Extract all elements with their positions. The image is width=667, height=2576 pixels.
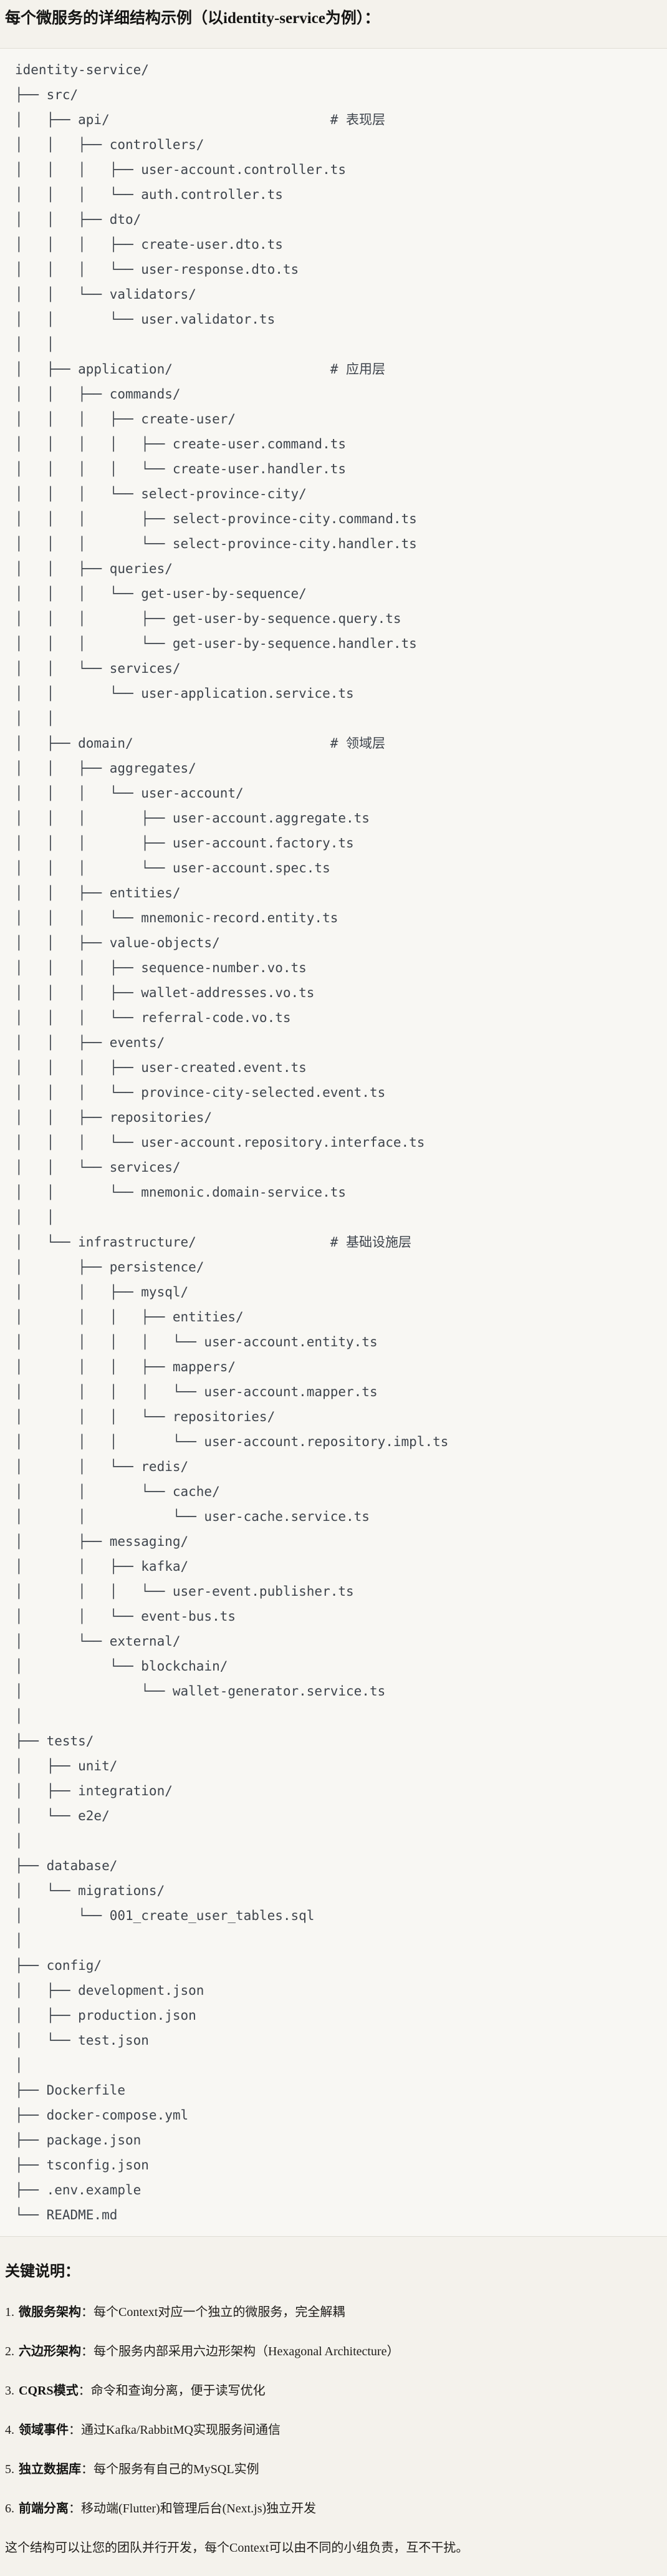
note-number: 2.: [5, 2344, 14, 2358]
note-term: 六边形架构: [19, 2344, 81, 2358]
key-note-item-3: 3. CQRS模式：命令和查询分离，便于读写优化: [5, 2383, 662, 2400]
tree-code-block: identity-service/ ├── src/ │ ├── api/ # …: [0, 47, 667, 2237]
note-separator: ：: [81, 2305, 94, 2319]
note-separator: ：: [81, 2462, 94, 2476]
key-note-item-1: 1. 微服务架构：每个Context对应一个独立的微服务，完全解耦: [5, 2304, 662, 2321]
note-number: 4.: [5, 2423, 14, 2437]
note-description: 通过Kafka/RabbitMQ实现服务间通信: [81, 2423, 281, 2437]
note-number: 5.: [5, 2462, 14, 2476]
note-term: CQRS模式: [19, 2383, 79, 2398]
key-note-item-5: 5. 独立数据库：每个服务有自己的MySQL实例: [5, 2461, 662, 2478]
note-description: 每个服务有自己的MySQL实例: [94, 2462, 259, 2476]
note-description: 每个Context对应一个独立的微服务，完全解耦: [94, 2305, 345, 2319]
note-term: 独立数据库: [19, 2462, 81, 2476]
note-separator: ：: [78, 2383, 91, 2398]
note-separator: ：: [69, 2423, 81, 2437]
note-description: 命令和查询分离，便于读写优化: [90, 2383, 266, 2398]
note-number: 1.: [5, 2305, 14, 2319]
page-title: 每个微服务的详细结构示例（以identity-service为例）：: [5, 10, 380, 27]
key-note-item-6: 6. 前端分离：移动端(Flutter)和管理后台(Next.js)独立开发: [5, 2501, 662, 2517]
note-description: 每个服务内部采用六边形架构（Hexagonal Architecture）: [94, 2344, 400, 2358]
directory-tree: identity-service/ ├── src/ │ ├── api/ # …: [15, 62, 449, 2222]
note-separator: ：: [69, 2501, 81, 2516]
document-page: 每个微服务的详细结构示例（以identity-service为例）： ident…: [0, 9, 667, 2557]
note-term: 前端分离: [19, 2501, 69, 2516]
note-number: 3.: [5, 2383, 14, 2398]
note-description: 移动端(Flutter)和管理后台(Next.js)独立开发: [81, 2501, 317, 2516]
note-separator: ：: [81, 2344, 94, 2358]
key-note-item-4: 4. 领域事件：通过Kafka/RabbitMQ实现服务间通信: [5, 2422, 662, 2439]
note-term: 微服务架构: [19, 2305, 81, 2319]
note-term: 领域事件: [19, 2423, 69, 2437]
closing-paragraph: 这个结构可以让您的团队并行开发，每个Context可以由不同的小组负责，互不干扰…: [5, 2540, 469, 2555]
note-number: 6.: [5, 2501, 14, 2516]
key-note-item-2: 2. 六边形架构：每个服务内部采用六边形架构（Hexagonal Architec…: [5, 2343, 662, 2360]
key-notes-heading: 关键说明：: [5, 2263, 80, 2280]
